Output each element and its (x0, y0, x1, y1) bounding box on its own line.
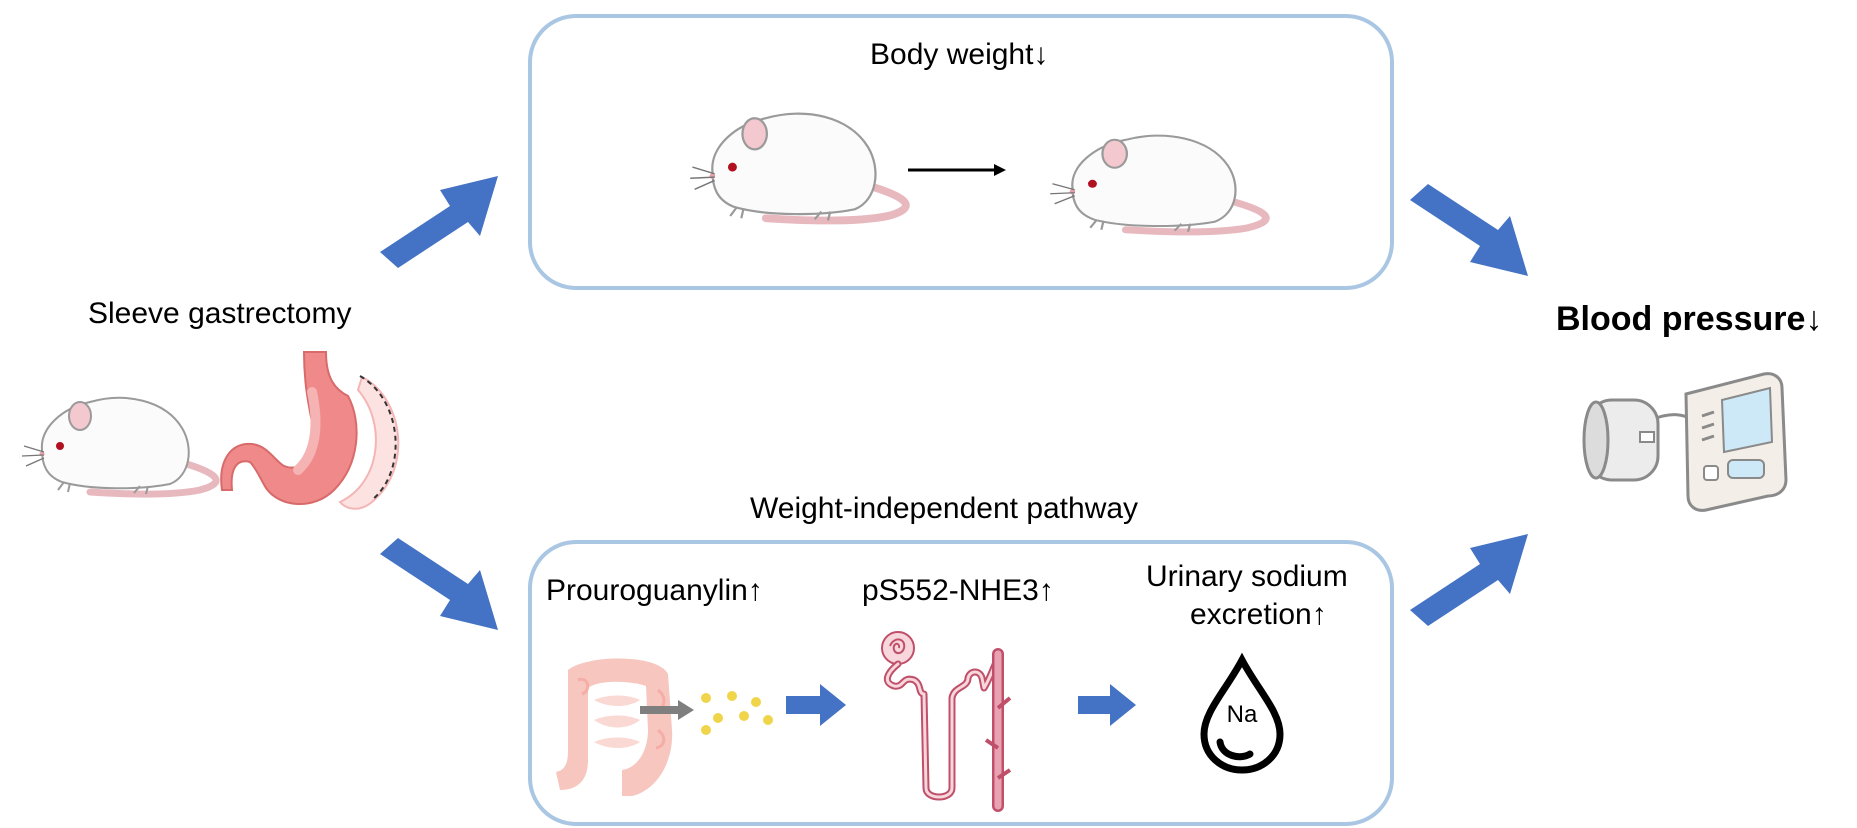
body-weight-label: Body weight↓ (870, 38, 1049, 71)
body-weight-box (528, 14, 1394, 290)
blood-pressure-label: Blood pressure↓ (1556, 300, 1823, 338)
step-arrow-1 (786, 684, 846, 726)
prouroguanylin-label: Prouroguanylin↑ (546, 574, 763, 607)
secretion-arrow (640, 700, 694, 720)
rat-icon (20, 385, 200, 505)
weight-independent-heading: Weight-independent pathway (750, 492, 1139, 525)
flow-arrow-weight-to-bp (1410, 184, 1528, 276)
intestine-icon (556, 658, 673, 796)
prouroguanylin-dots-icon (701, 691, 773, 735)
nephron-icon (881, 631, 1012, 812)
sleeve-gastrectomy-label: Sleeve gastrectomy (88, 297, 352, 330)
flow-arrow-pathway-to-bp (1410, 534, 1528, 626)
flow-arrow-to-body-weight (380, 176, 498, 268)
blood-pressure-monitor-icon (1582, 372, 1788, 512)
urinary-sodium-label-2: excretion↑ (1190, 598, 1327, 631)
urinary-sodium-label-1: Urinary sodium (1146, 560, 1348, 593)
drop-icon: Na (1200, 652, 1284, 774)
flow-arrow-to-pathway (380, 538, 498, 630)
step-arrow-2 (1078, 684, 1136, 726)
rat-icon (1048, 124, 1248, 236)
sodium-symbol-text: Na (1227, 701, 1258, 728)
rat-icon (688, 96, 888, 236)
weight-change-arrow (908, 164, 1006, 176)
ps552-nhe3-label: pS552-NHE3↑ (862, 574, 1054, 607)
stomach-icon (220, 351, 400, 510)
